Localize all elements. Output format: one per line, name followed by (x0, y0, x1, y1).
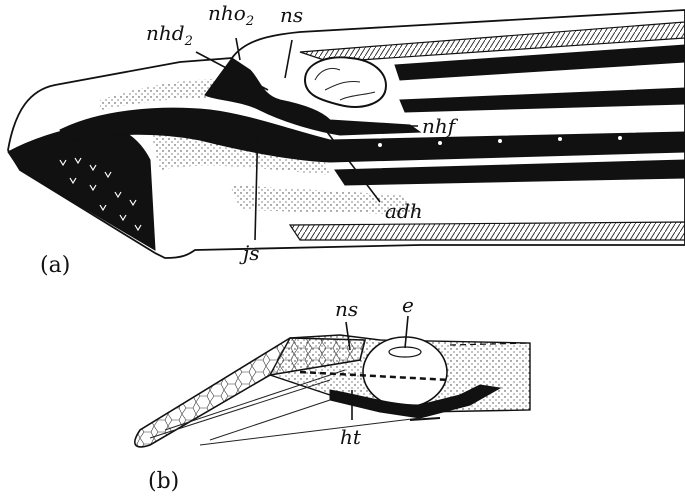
label-ns-b: ns (335, 297, 358, 321)
panel-a-drawing (8, 10, 685, 258)
label-nhf: nhf (422, 114, 459, 138)
label-nho2: nho2 (208, 1, 254, 29)
label-adh: adh (385, 199, 423, 223)
panel-b-drawing (135, 335, 530, 447)
label-ht: ht (340, 425, 362, 449)
label-nhd2: nhd2 (146, 21, 193, 49)
label-e: e (402, 293, 414, 317)
panel-b-label: (b) (148, 469, 179, 494)
panel-a-label: (a) (40, 253, 70, 278)
label-js: js (239, 241, 259, 265)
label-ns-a: ns (280, 3, 303, 27)
rostral-black-mass (8, 125, 155, 250)
lower-striated-band (290, 222, 685, 240)
